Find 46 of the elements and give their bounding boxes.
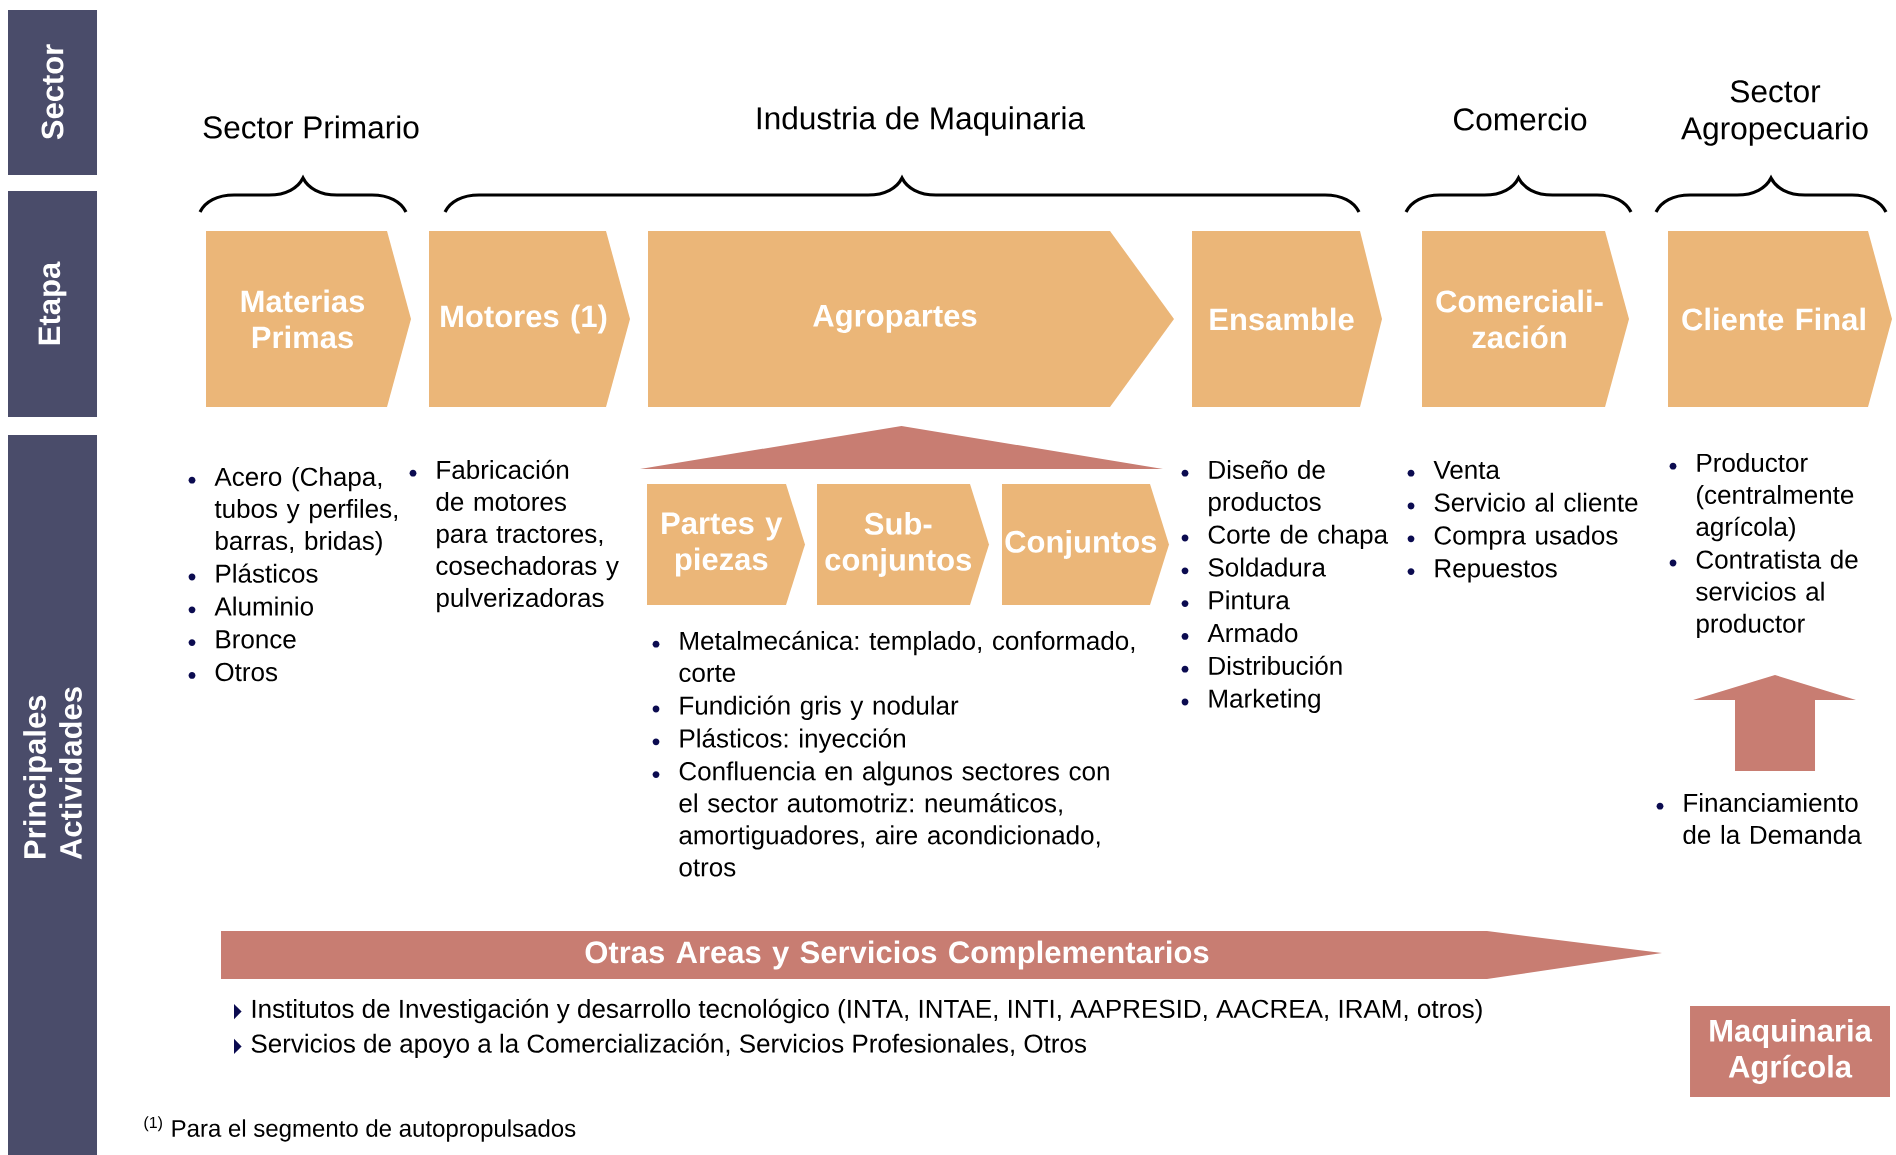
list-item: Fundición gris y nodular: [652, 695, 959, 720]
pennant-banner: Otras Areas y Servicios Complementarios: [221, 931, 1662, 979]
list-item: Distribución: [1181, 655, 1342, 676]
chevron-box: Partes y piezas: [647, 484, 805, 605]
list-item: Aluminio: [188, 596, 313, 616]
chevron-box: Comerciali- zación: [1422, 231, 1629, 407]
list-item: Plásticos: [188, 563, 318, 583]
list-item: Marketing: [1181, 688, 1320, 713]
list-item: Venta: [1407, 460, 1500, 480]
chevron-box: Materias Primas: [206, 231, 411, 407]
list-item: Diseño de productos: [1181, 459, 1325, 517]
triangle-shape: [640, 426, 1163, 469]
list-item: Plásticos: inyección: [652, 728, 905, 753]
chevron-box: Conjuntos: [1002, 484, 1169, 605]
footnote: $^{(1)}$ Para el segmento de autopropulsados: [144, 1116, 576, 1142]
list-item: Productor (centralmente agrícola): [1669, 452, 1854, 542]
sector-heading: Sector Primario: [203, 115, 419, 139]
list-item: Repuestos: [1407, 559, 1557, 583]
list-item: Compra usados: [1407, 525, 1618, 550]
side-band: Sector: [8, 10, 97, 175]
sector-heading: Sector Agropecuario: [1681, 80, 1868, 146]
list-item: Metalmecánica: templado, conformado, corte: [652, 630, 1135, 683]
label-box: Maquinaria Agrícola: [1690, 1006, 1890, 1097]
list-item: Servicios de apoyo a la Comercialización, Servicios Profesionales, Otros: [234, 1033, 1086, 1058]
list-item: Fabricación de motores para tractores, cosechadoras y pulverizadoras: [409, 459, 619, 613]
list-item: Armado: [1181, 623, 1298, 643]
list-item: Servicio al cliente: [1407, 492, 1638, 512]
list-item: Pintura: [1181, 590, 1290, 610]
sector-heading: Comercio: [1454, 107, 1587, 131]
list-item: Institutos de Investigación y desarrollo tecnológico (INTA, INTAE, INTI, AAPRESID, AACREA, IRAM, otros): [234, 998, 1482, 1024]
chevron-box: Agropartes: [648, 231, 1174, 407]
list-item: Acero (Chapa, tubos y perfiles, barras, bridas): [188, 466, 397, 556]
list-item: Corte de chapa: [1181, 524, 1389, 549]
sector-heading: Industria de Maquinaria: [757, 106, 1086, 136]
chevron-box: Sub- conjuntos: [817, 484, 989, 605]
list-item: Financiamiento de la Demanda: [1656, 792, 1862, 845]
side-band: Principales Actividades: [8, 435, 97, 1155]
chevron-box: Ensamble: [1192, 231, 1382, 407]
list-item: Bronce: [188, 630, 296, 649]
side-band: Etapa: [8, 191, 97, 417]
chevron-box: Motores (1): [429, 231, 630, 407]
list-item: Otros: [188, 662, 278, 682]
list-item: Confluencia en algunos sectores con el sector automotriz: neumáticos, amortiguadores, aire acondicionado, otros: [652, 761, 1109, 877]
chevron-box: Cliente Final: [1668, 231, 1892, 407]
list-item: Contratista de servicios al productor: [1669, 549, 1858, 638]
list-item: Soldadura: [1181, 557, 1326, 577]
